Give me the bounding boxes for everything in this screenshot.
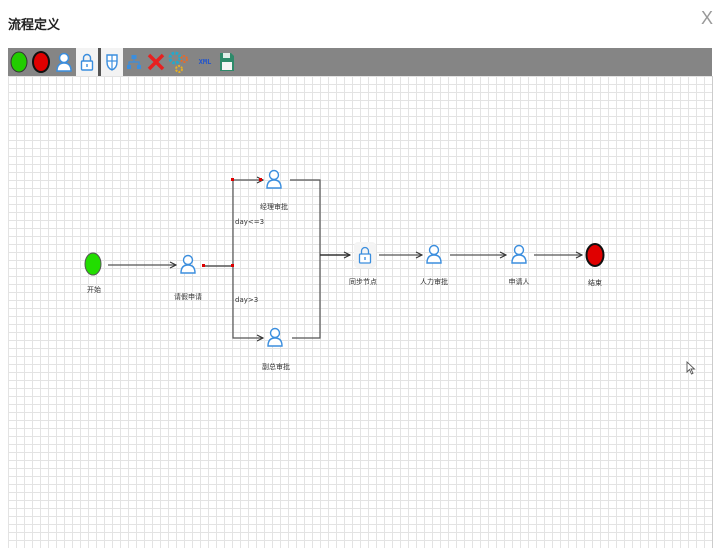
user-icon: [56, 52, 72, 72]
node-label-applicant: 申请人: [508, 278, 530, 286]
red-x-icon: [147, 53, 165, 71]
toolbar: XML: [8, 48, 712, 76]
toolbar-separator: [98, 48, 101, 76]
task-node-apply[interactable]: [179, 254, 197, 278]
edge-label-day-gt-3: day>3: [235, 296, 259, 304]
xml-tool[interactable]: XML: [192, 48, 218, 76]
task-node-applicant[interactable]: [510, 244, 528, 268]
node-label-start: 开始: [87, 286, 101, 294]
green-circle-icon: [10, 51, 28, 73]
green-circle-icon: [84, 252, 102, 276]
node-label-vp: 副总审批: [262, 363, 290, 371]
edge-apply-vp[interactable]: [232, 266, 263, 338]
lock-icon: [80, 53, 94, 71]
shield-icon: [106, 54, 118, 71]
fork-node-tool[interactable]: [123, 48, 145, 76]
user-icon: [180, 254, 196, 274]
floppy-disk-icon: [220, 53, 234, 71]
node-label-sync: 同步节点: [349, 278, 377, 286]
node-label-end: 结束: [588, 279, 602, 287]
end-node-tool[interactable]: [30, 48, 52, 76]
sync-node-tool[interactable]: [76, 48, 98, 76]
org-chart-icon: [127, 55, 141, 69]
xml-icon: XML: [198, 58, 212, 66]
start-node[interactable]: [84, 252, 102, 280]
edge-handle[interactable]: [259, 178, 262, 181]
save-tool[interactable]: [216, 48, 238, 76]
user-icon: [266, 169, 282, 189]
delete-tool[interactable]: [145, 48, 167, 76]
edge-label-day-le-3: day<=3: [235, 218, 265, 226]
settings-tool[interactable]: [167, 48, 189, 76]
red-circle-icon: [32, 51, 50, 73]
user-icon: [426, 244, 442, 264]
shield-node-tool[interactable]: [101, 48, 123, 76]
start-node-tool[interactable]: [8, 48, 30, 76]
edge-handle[interactable]: [231, 178, 234, 181]
task-node-manager[interactable]: [265, 169, 283, 193]
edge-handle[interactable]: [231, 264, 234, 267]
node-label-hr: 人力审批: [420, 278, 448, 286]
task-node-hr[interactable]: [425, 244, 443, 268]
close-button[interactable]: X: [700, 8, 713, 28]
task-node-tool[interactable]: [53, 48, 75, 76]
red-circle-icon: [585, 243, 605, 267]
user-icon: [267, 327, 283, 347]
edge-vp-sync[interactable]: [292, 255, 321, 339]
task-node-vp[interactable]: [266, 327, 284, 351]
user-icon: [511, 244, 527, 264]
sync-node[interactable]: [354, 242, 376, 268]
diagram-canvas[interactable]: [8, 76, 713, 548]
node-label-manager: 经理审批: [260, 203, 288, 211]
mouse-cursor-icon: [686, 361, 696, 375]
node-label-apply: 请假申请: [174, 293, 202, 301]
dialog-title: 流程定义: [8, 18, 61, 33]
edge-manager-sync[interactable]: [290, 179, 321, 255]
gears-icon: [168, 51, 188, 73]
end-node[interactable]: [585, 242, 605, 272]
lock-icon: [358, 246, 372, 264]
edge-handle[interactable]: [202, 264, 205, 267]
